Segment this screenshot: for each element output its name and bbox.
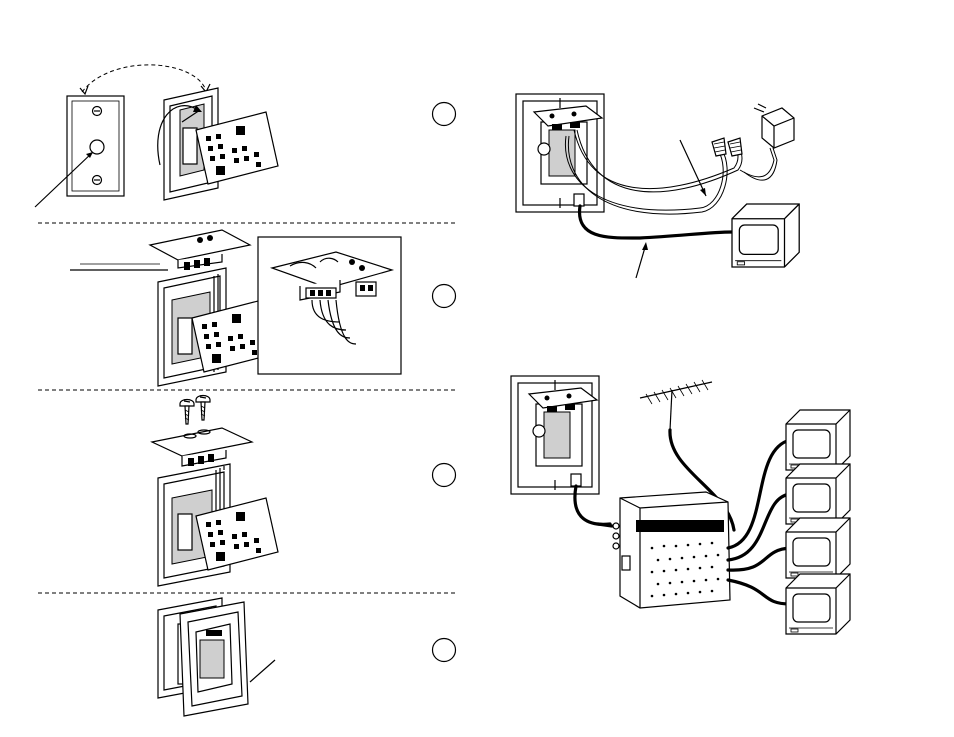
single-tv-hookup xyxy=(516,94,799,278)
wire-nut-icon xyxy=(728,138,742,156)
wall-outlet-icon xyxy=(511,376,599,494)
television-icon xyxy=(786,518,850,578)
power-adapter-icon xyxy=(740,104,794,180)
tv-cable-1 xyxy=(728,440,790,548)
wire-nut-icon xyxy=(712,138,726,156)
step-4-panel xyxy=(158,598,275,716)
step-4-marker xyxy=(433,639,456,662)
leader-line xyxy=(250,660,275,682)
step-3-marker xyxy=(433,464,456,487)
step-2-panel xyxy=(70,230,401,386)
multi-tv-hookup xyxy=(511,376,850,634)
television-icon xyxy=(786,574,850,634)
step-1-panel xyxy=(35,65,278,207)
wall-plate-icon xyxy=(67,96,124,196)
amplifier-label-band xyxy=(636,520,724,532)
circuit-board-icon xyxy=(150,230,250,260)
television-icon xyxy=(786,464,850,524)
tv-cable-4 xyxy=(728,580,790,604)
leader-line xyxy=(680,140,706,196)
amplifier-icon xyxy=(613,492,730,608)
screw-icon xyxy=(180,400,194,425)
wall-outlet-icon xyxy=(516,94,604,212)
circuit-board-icon xyxy=(152,428,252,456)
swap-arrow-dashed xyxy=(82,65,205,92)
screw-icon xyxy=(196,396,210,421)
television-icon xyxy=(786,410,850,470)
detail-inset xyxy=(258,237,401,374)
coax-connector-icon xyxy=(574,194,584,206)
step-3-panel xyxy=(152,396,278,587)
television-icon xyxy=(732,204,799,267)
coax-connector-icon xyxy=(571,474,581,486)
step-1-marker xyxy=(433,103,456,126)
step-2-marker xyxy=(433,285,456,308)
antenna-icon xyxy=(640,380,712,430)
